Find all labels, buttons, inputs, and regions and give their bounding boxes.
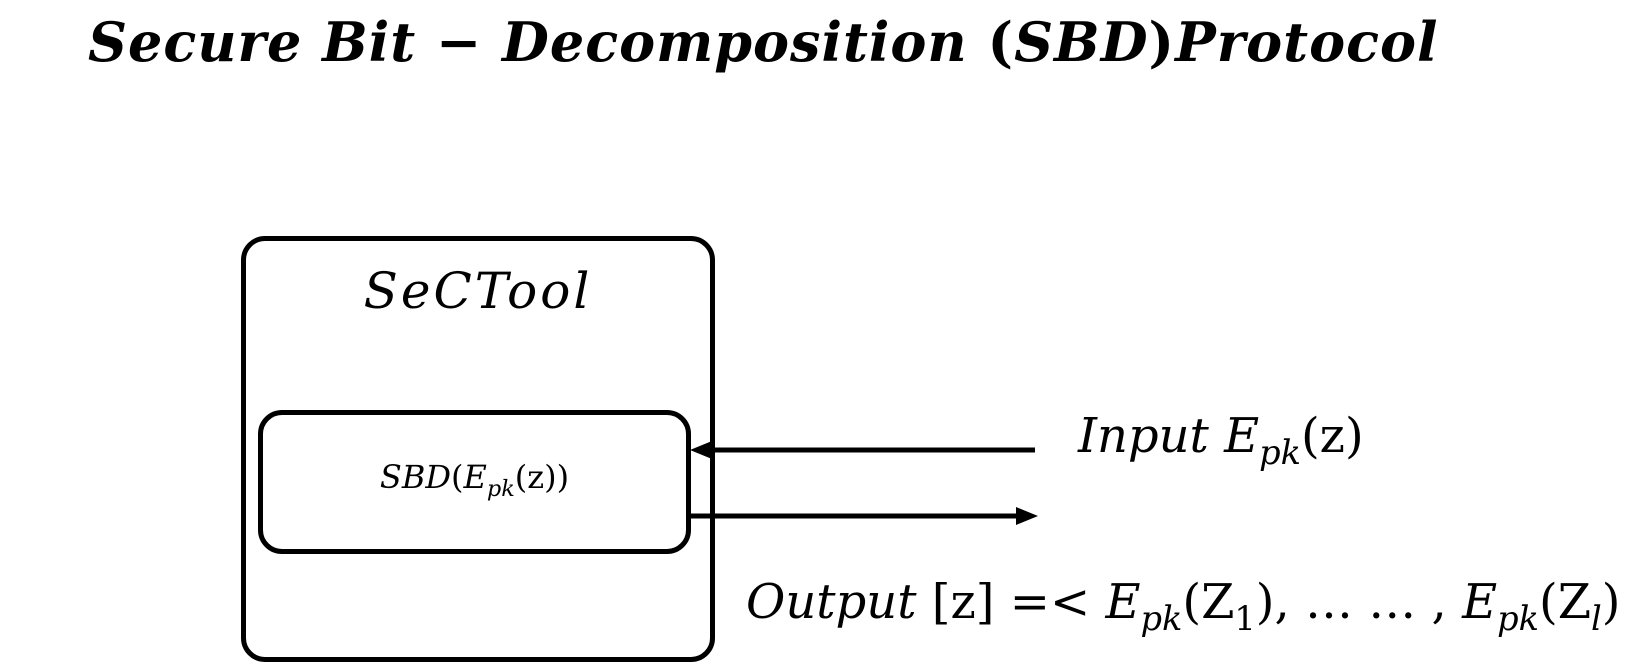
sbd-close-paren: ): [556, 458, 570, 496]
output-arg2-index: l: [1591, 598, 1602, 638]
sbd-e: E: [463, 458, 487, 496]
output-arrow: [691, 507, 1038, 525]
input-word: Input: [1078, 408, 1225, 464]
output-e2-subscript: pk: [1497, 598, 1539, 638]
sbd-function-label: SBD(Epk(z)): [258, 458, 691, 502]
input-e: E: [1224, 408, 1260, 464]
output-arg1-index: 1: [1234, 598, 1256, 638]
output-e1-subscript: pk: [1140, 598, 1183, 638]
title-paren-open: (: [987, 10, 1015, 74]
diagram-title: Secure Bit − Decomposition (SBD)Protocol: [88, 10, 1439, 74]
sbd-func-name: SBD: [379, 458, 452, 496]
output-arg1-close: ), … … ,: [1255, 574, 1463, 630]
output-e1: E: [1105, 574, 1141, 630]
input-label: Input Epk(z): [1078, 408, 1364, 472]
title-part2: Protocol: [1175, 10, 1439, 74]
output-arg2-open: (Z: [1538, 574, 1592, 630]
title-part1: Secure Bit − Decomposition: [88, 10, 988, 74]
output-e2: E: [1462, 574, 1498, 630]
input-arrow: [690, 441, 1035, 459]
output-word: Output: [746, 574, 932, 630]
output-arg1-open: (Z: [1182, 574, 1235, 630]
output-arg2-close: ) >: [1601, 574, 1632, 630]
sbd-open-paren: (: [451, 458, 464, 496]
sectool-label: SeCTool: [363, 262, 593, 320]
title-paren-close: ): [1148, 10, 1176, 74]
sbd-e-subscript: pk: [486, 475, 515, 502]
output-bracket: [z] =<: [931, 574, 1106, 630]
sbd-arg: (z): [514, 458, 557, 496]
title-abbrev: SBD: [1014, 10, 1149, 74]
input-e-subscript: pk: [1259, 432, 1301, 472]
sbd-function-box: [258, 410, 691, 554]
output-label: Output [z] =< Epk(Z1), … … , Epk(Zl) >: [746, 574, 1632, 638]
input-arg: (z): [1300, 408, 1364, 464]
